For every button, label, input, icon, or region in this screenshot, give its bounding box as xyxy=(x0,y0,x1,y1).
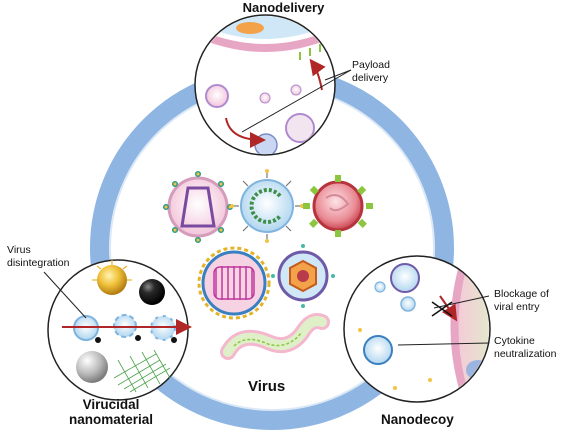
virucidal-inset xyxy=(43,259,192,401)
nanodelivery-title: Nanodelivery xyxy=(242,0,325,15)
graphene-sheet xyxy=(113,349,171,393)
disintegration-leader xyxy=(43,271,87,319)
cytokine-line-2: neutralization xyxy=(494,347,557,360)
payload-delivery-annotation: Payload delivery xyxy=(352,59,422,84)
virucidal-line-2: nanomaterial xyxy=(68,412,154,427)
nanodecoy-title: Nanodecoy xyxy=(381,412,454,427)
virus-disintegration-annotation: Virus disintegration xyxy=(7,244,87,269)
nanodelivery-inset xyxy=(194,14,352,156)
virus-filamentous xyxy=(220,313,330,360)
cytokine-line-1: Cytokine xyxy=(494,335,535,347)
blockage-line-2: viral entry xyxy=(494,300,540,313)
virus-pink-capsid xyxy=(162,170,234,244)
payload-line-1: Payload xyxy=(352,59,390,71)
cytokine-annotation: Cytokine neutralization xyxy=(494,335,566,360)
payload-line-2: delivery xyxy=(352,71,389,84)
cytokine-leader xyxy=(397,342,490,346)
virus-red-spiked xyxy=(303,175,373,237)
virucidal-line-1: Virucidal xyxy=(82,397,140,412)
virus-blue-helix xyxy=(230,169,304,243)
payload-leader-1 xyxy=(241,69,352,133)
gold-nanoparticle xyxy=(97,265,127,295)
black-nanoparticle xyxy=(139,279,165,305)
blockage-line-1: Blockage of xyxy=(494,288,549,300)
disintegration-line-1: Virus xyxy=(7,244,31,256)
virucidal-title: Virucidal nanomaterial xyxy=(62,397,160,427)
virus-title: Virus xyxy=(248,378,286,395)
virus-hexagonal xyxy=(271,244,335,308)
disintegration-line-2: disintegration xyxy=(7,256,70,269)
blockage-annotation: Blockage of viral entry xyxy=(494,288,564,313)
payload-leader-2 xyxy=(324,69,352,81)
virus-large-coiled xyxy=(197,246,271,320)
virus-cluster xyxy=(162,169,373,360)
blockage-leader xyxy=(433,295,490,309)
grey-nanoparticle xyxy=(76,351,108,383)
